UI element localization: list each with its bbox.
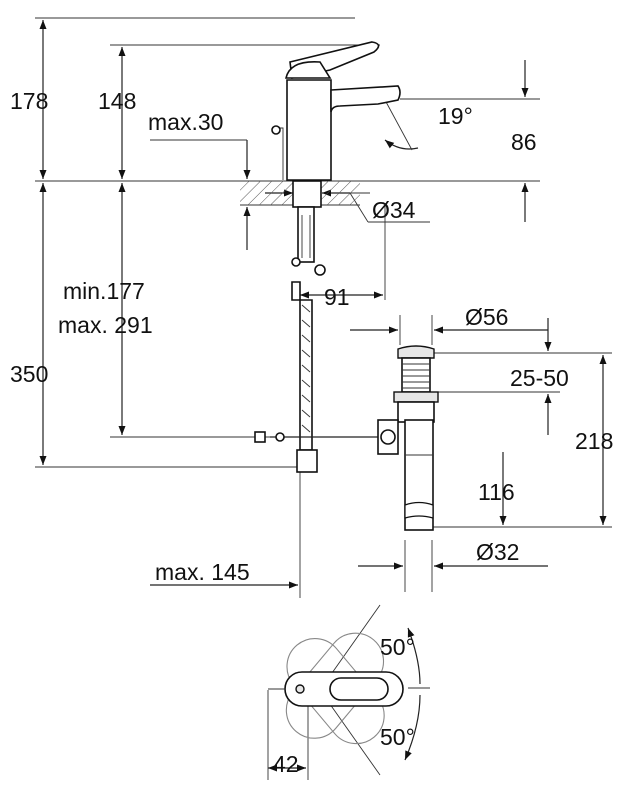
dim-label-178: 178: [10, 88, 48, 114]
dim-label-86: 86: [511, 129, 537, 155]
dim-label-d32: Ø32: [476, 539, 519, 565]
drain-plug: [397, 345, 435, 359]
plan-view: [268, 632, 404, 745]
faucet-body-shape: [286, 79, 332, 181]
dim-label-50deg-bottom: 50°: [380, 724, 415, 750]
dim-label-91: 91: [324, 284, 350, 310]
dimension-labels: 178 148 max.30 19° 86 Ø34 min.177 max. 2…: [10, 88, 613, 777]
pop-up-linkage: [252, 431, 380, 443]
dim-label-350: 350: [10, 361, 48, 387]
supply-hose: [291, 281, 318, 473]
lift-rod-knob: [271, 125, 281, 135]
dim-label-218: 218: [575, 428, 613, 454]
reference-lines: [35, 17, 612, 598]
dim-label-42: 42: [273, 751, 299, 777]
dim-label-116: 116: [478, 479, 515, 505]
dim-label-max30: max.30: [148, 109, 223, 135]
dim-label-d34: Ø34: [372, 197, 416, 223]
dim-label-19deg: 19°: [438, 103, 473, 129]
dim-label-50deg-top: 50°: [380, 634, 415, 660]
dim-label-min177: min.177: [63, 278, 145, 304]
hose-nut: [296, 449, 318, 473]
dim-label-148: 148: [98, 88, 136, 114]
faucet-body: [240, 41, 401, 276]
dim-label-25-50: 25-50: [510, 365, 569, 391]
dim-label-max291: max. 291: [58, 312, 153, 338]
dim-label-max145: max. 145: [155, 559, 250, 585]
spout: [330, 85, 401, 113]
dimension-arrows: [39, 20, 607, 780]
waste-drain: [377, 345, 439, 531]
dim-label-d56: Ø56: [465, 304, 508, 330]
